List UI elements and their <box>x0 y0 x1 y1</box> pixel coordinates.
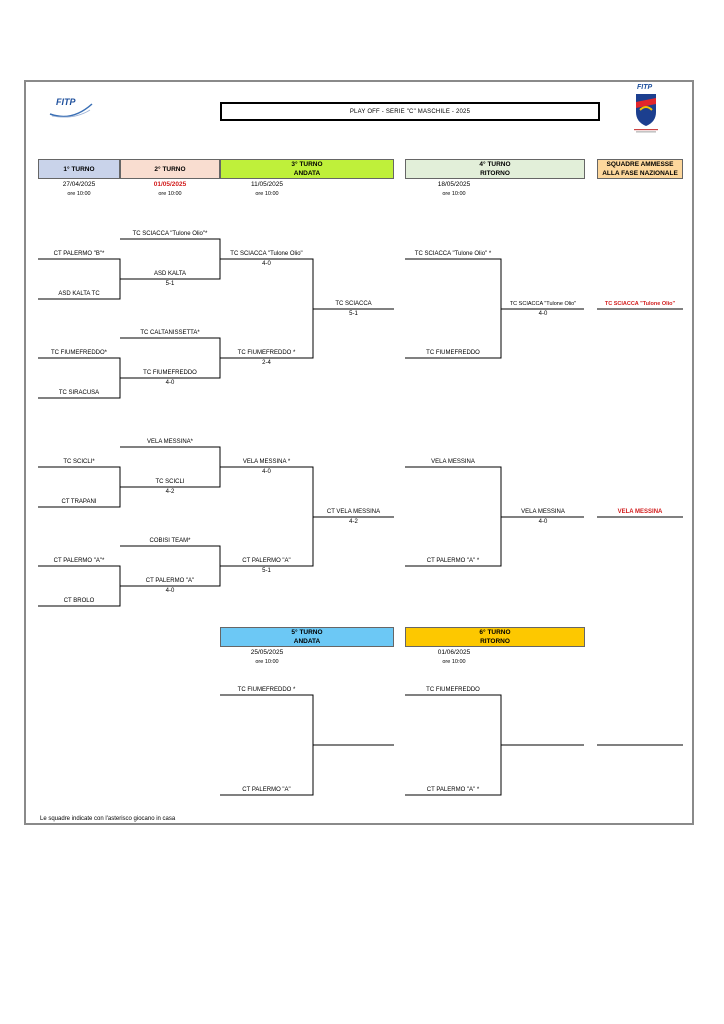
b1-r2-team-4: TC FIUMEFREDDO <box>143 370 197 376</box>
b2-r2-team-2: TC SCICLI <box>155 479 185 485</box>
round-header-qualified-label: SQUADRE AMMESSE <box>606 161 674 168</box>
round-time-r6: ore 10:00 <box>442 659 466 665</box>
b2-r4-final-score: 4-0 <box>538 519 548 525</box>
round-header-r2: 2° TURNO <box>120 159 220 179</box>
b2-r3-score-2: 5-1 <box>262 568 271 574</box>
b1-r2-team-1: TC SCIACCA "Tulone Olio"* <box>132 231 208 237</box>
round-date-r2: 01/05/2025 <box>153 181 187 188</box>
b2-r3-score-1: 4-0 <box>262 469 271 475</box>
round-header-r1: 1° TURNO <box>38 159 120 179</box>
b2-r2-score-2: 4-0 <box>165 588 175 594</box>
b1-r4-team-1: TC SCIACCA "Tulone Olio" * <box>414 251 492 257</box>
b1-r2-score-2: 4-0 <box>165 380 175 386</box>
round-header-r6-label: 6° TURNO <box>479 629 511 636</box>
b2-r1-team-3: CT PALERMO "A"* <box>53 558 105 564</box>
fitp-logo-left: FITP <box>48 96 96 120</box>
b1-qualified-team: TC SCIACCA "Tulone Olio" <box>604 301 676 307</box>
b2-r4-team-2: CT PALERMO "A" * <box>426 558 480 564</box>
b2-r3-team-2: CT PALERMO "A" <box>242 558 291 564</box>
fitp-logo-right: FITP <box>628 84 664 134</box>
b3-r5-team-2: CT PALERMO "A" <box>242 787 291 793</box>
round-header-qualified: SQUADRE AMMESSE ALLA FASE NAZIONALE <box>597 159 683 179</box>
round-header-r3-label: 3° TURNO <box>291 161 323 168</box>
fitp-logo-left-text: FITP <box>56 97 76 107</box>
b2-qualified-team: VELA MESSINA <box>617 509 663 515</box>
fitp-logo-right-text: FITP <box>637 84 653 91</box>
b1-r2-team-3: TC CALTANISSETTA* <box>140 330 200 336</box>
b2-r4-team-1: VELA MESSINA <box>431 459 475 465</box>
round-header-r4-label: 4° TURNO <box>479 161 511 168</box>
round-header-r6: 6° TURNO RITORNO <box>405 627 585 647</box>
round-header-r1-label: 1° TURNO <box>63 165 95 173</box>
round-time-r2: ore 10:00 <box>158 191 182 197</box>
b1-r1-team-3: TC FIUMEFREDDO* <box>51 350 107 356</box>
b1-r3-team-1: TC SCIACCA "Tulone Olio" <box>230 251 303 257</box>
round-time-r5: ore 10:00 <box>255 659 279 665</box>
round-header-r3-sub: ANDATA <box>293 170 321 177</box>
b1-r4-final-score: 4-0 <box>538 311 548 317</box>
b2-r2-team-3: COBISI TEAM* <box>149 538 191 544</box>
b1-r3-team-2: TC FIUMEFREDDO * <box>237 350 296 356</box>
round-date-r3: 11/05/2025 <box>250 181 284 188</box>
footnote: Le squadre indicate con l'asterisco gioc… <box>40 816 176 822</box>
round-header-r4: 4° TURNO RITORNO <box>405 159 585 179</box>
round-header-r5-label: 5° TURNO <box>291 629 323 636</box>
b3-r5-team-1: TC FIUMEFREDDO * <box>237 687 296 693</box>
page-frame <box>24 80 694 825</box>
round-time-r4: ore 10:00 <box>442 191 466 197</box>
round-header-r5-sub: ANDATA <box>293 638 321 645</box>
round-time-r3: ore 10:00 <box>255 191 279 197</box>
round-header-r3: 3° TURNO ANDATA <box>220 159 394 179</box>
b1-r3-score-1: 4-0 <box>262 261 271 267</box>
b3-r6-team-2: CT PALERMO "A" * <box>426 787 480 793</box>
b1-r2-team-2: ASD KALTA <box>153 271 187 277</box>
b2-r3-team-1: VELA MESSINA * <box>242 459 291 465</box>
round-date-r1: 27/04/2025 <box>62 181 96 188</box>
round-header-r4-sub: RITORNO <box>480 170 510 177</box>
b1-r4-final-team: TC SCIACCA "Tulone Olio" <box>509 301 577 307</box>
round-time-r1: ore 10:00 <box>67 191 91 197</box>
b2-r2-team-1: VELA MESSINA* <box>146 439 194 445</box>
b3-r6-team-1: TC FIUMEFREDDO <box>426 687 480 693</box>
b2-r3-final-score: 4-2 <box>349 519 358 525</box>
b1-r1-team-4: TC SIRACUSA <box>58 390 100 396</box>
round-header-qualified-sub: ALLA FASE NAZIONALE <box>602 170 678 177</box>
b1-r1-team-1: CT PALERMO "B"* <box>53 251 105 257</box>
b2-r1-team-4: CT BROLO <box>63 598 95 604</box>
round-date-r6: 01/06/2025 <box>437 649 471 656</box>
b1-r4-team-2: TC FIUMEFREDDO <box>426 350 480 356</box>
b1-r3-final-team: TC SCIACCA <box>335 301 372 307</box>
round-date-r4: 18/05/2025 <box>437 181 471 188</box>
page-title: PLAY OFF - SERIE "C" MASCHILE - 2025 <box>220 102 600 121</box>
b2-r3-final-team: CT VELA MESSINA <box>326 509 381 515</box>
b2-r1-team-1: TC SCICLI* <box>63 459 95 465</box>
b1-r3-final-score: 5-1 <box>349 311 358 317</box>
b1-r3-score-2: 2-4 <box>262 360 271 366</box>
b2-r4-final-team: VELA MESSINA <box>521 509 565 515</box>
round-header-r2-label: 2° TURNO <box>154 165 186 173</box>
b2-r2-score-1: 4-2 <box>165 489 175 495</box>
round-date-r5: 25/05/2025 <box>250 649 284 656</box>
b1-r1-team-2: ASD KALTA TC <box>58 291 100 297</box>
b2-r2-team-4: CT PALERMO "A" <box>145 578 195 584</box>
round-header-r6-sub: RITORNO <box>480 638 510 645</box>
round-header-r5: 5° TURNO ANDATA <box>220 627 394 647</box>
b2-r1-team-2: CT TRAPANI <box>61 499 97 505</box>
b1-r2-score-1: 5-1 <box>165 281 175 287</box>
